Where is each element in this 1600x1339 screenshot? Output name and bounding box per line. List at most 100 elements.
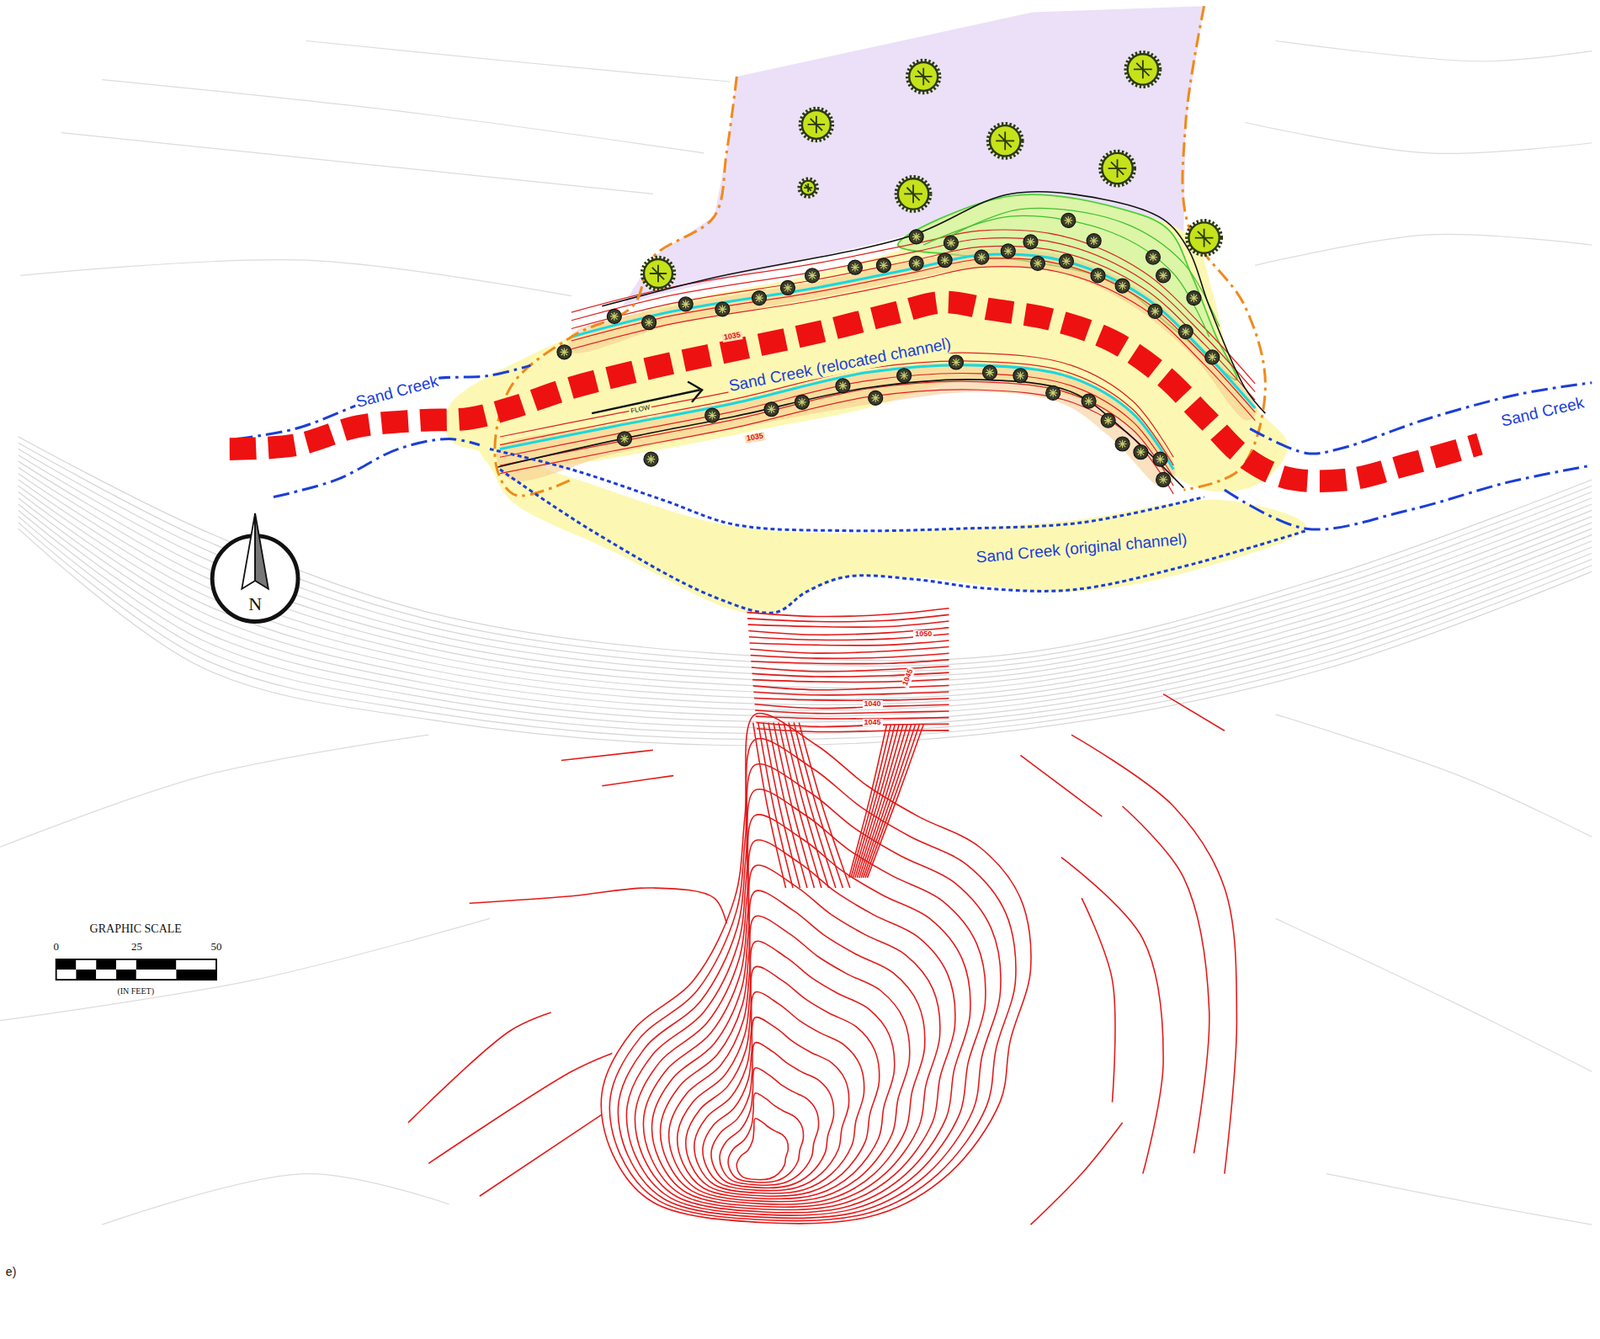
hill-contour — [754, 710, 949, 714]
map-label: Sand Creek (original channel) — [973, 531, 1190, 568]
shrub-mark — [1033, 259, 1042, 268]
tree-symbol — [798, 178, 818, 197]
hill-contour — [617, 764, 1001, 1219]
hill-contour — [750, 653, 950, 659]
shrub-mark — [560, 348, 569, 357]
shrub-symbol — [715, 302, 730, 317]
hill-contour — [1163, 694, 1225, 732]
shrub-symbol — [1086, 233, 1101, 249]
shrub-symbol — [1156, 472, 1171, 487]
existing-contour — [20, 260, 572, 297]
shrub-symbol — [643, 451, 659, 467]
hill-contour — [751, 665, 950, 672]
shrub-mark — [1148, 253, 1158, 262]
scale-label: (IN FEET) — [115, 986, 156, 996]
tree-symbol — [895, 176, 931, 212]
tree-edge — [1125, 52, 1160, 87]
shrub-symbol — [949, 355, 964, 370]
shrub-symbol — [1061, 212, 1076, 228]
shrub-circle — [1081, 393, 1096, 409]
shrub-symbol — [983, 365, 998, 380]
shrub-symbol — [606, 308, 622, 324]
shrub-symbol — [1178, 324, 1193, 340]
shrub-symbol — [847, 260, 862, 275]
hill-contour — [768, 722, 808, 888]
shrub-mark — [610, 312, 619, 321]
hill-contour — [479, 1114, 602, 1197]
shrub-mark — [977, 253, 986, 262]
scale-cell — [136, 969, 177, 980]
existing-contour — [1254, 233, 1592, 266]
shrub-mark — [850, 263, 860, 272]
shrub-circle — [805, 268, 820, 283]
grading-contour — [571, 266, 1255, 421]
hill-contour — [1061, 857, 1164, 1175]
shrub-circle — [908, 255, 924, 271]
tree-edge — [1186, 220, 1222, 256]
hill-contour — [711, 1042, 835, 1189]
shrub-circle — [876, 258, 891, 273]
shrub-mark — [767, 404, 777, 414]
tree-crown — [643, 259, 673, 288]
hill-contour — [736, 1118, 788, 1181]
shrub-mark — [783, 283, 793, 293]
scale-label: GRAPHIC SCALE — [88, 922, 184, 936]
hill-contour — [1081, 898, 1116, 1103]
existing-contour — [18, 442, 1592, 666]
scale-cell — [136, 959, 177, 970]
shrub-circle — [868, 390, 883, 405]
hill-contour — [856, 724, 904, 878]
hill-contour — [748, 621, 950, 628]
shrub-mark — [1137, 447, 1146, 457]
hill-contour — [702, 1017, 850, 1191]
shrub-symbol — [1115, 436, 1130, 452]
existing-contour — [101, 1174, 449, 1226]
hill-contour — [753, 685, 950, 690]
tree-branches — [995, 131, 1015, 150]
shrub-circle — [1000, 244, 1016, 259]
scale-cell — [75, 959, 96, 970]
shrub-circle — [1133, 445, 1149, 460]
tree-crown — [989, 125, 1021, 156]
hill-contour — [600, 712, 1032, 1223]
shrub-mark — [1048, 388, 1058, 398]
hill-contour — [601, 776, 674, 787]
hill-contour — [754, 704, 950, 709]
shrub-symbol — [1133, 445, 1149, 460]
scale-label: 0 — [51, 940, 61, 953]
shrub-circle — [937, 253, 952, 268]
shrub-mark — [951, 358, 961, 367]
shrub-circle — [1030, 255, 1045, 271]
shrub-symbol — [835, 378, 851, 394]
hill-contour — [1122, 806, 1210, 1154]
shrub-mark — [946, 239, 956, 248]
tree-branches — [803, 183, 813, 192]
contour-label: 1040 — [862, 700, 883, 709]
shrub-mark — [1190, 293, 1199, 303]
shrub-symbol — [868, 390, 883, 405]
shrub-symbol — [794, 394, 809, 410]
contour-label: 1035 — [722, 330, 744, 343]
shrub-mark — [1158, 475, 1168, 484]
shrub-mark — [912, 259, 921, 268]
existing-contour — [1244, 122, 1592, 155]
map-label: Sand Creek (relocated channel) — [725, 334, 954, 396]
shrub-circle — [908, 229, 924, 245]
shrub-symbol — [1153, 451, 1168, 467]
shrub-circle — [1145, 249, 1160, 265]
grading-contour — [571, 258, 1255, 413]
scale-cell — [116, 959, 137, 970]
shrub-symbol — [908, 229, 924, 245]
map-label: FLOW — [628, 403, 653, 416]
shrub-symbol — [678, 297, 693, 312]
shrub-mark — [1181, 327, 1191, 336]
tree-edge — [988, 123, 1023, 159]
existing-contour — [18, 436, 1592, 661]
hill-contour — [749, 647, 949, 654]
hill-contour — [652, 865, 941, 1207]
shrub-circle — [780, 280, 795, 295]
shrub-mark — [797, 398, 807, 407]
scale-cell — [175, 959, 217, 970]
shrub-mark — [1004, 246, 1013, 256]
